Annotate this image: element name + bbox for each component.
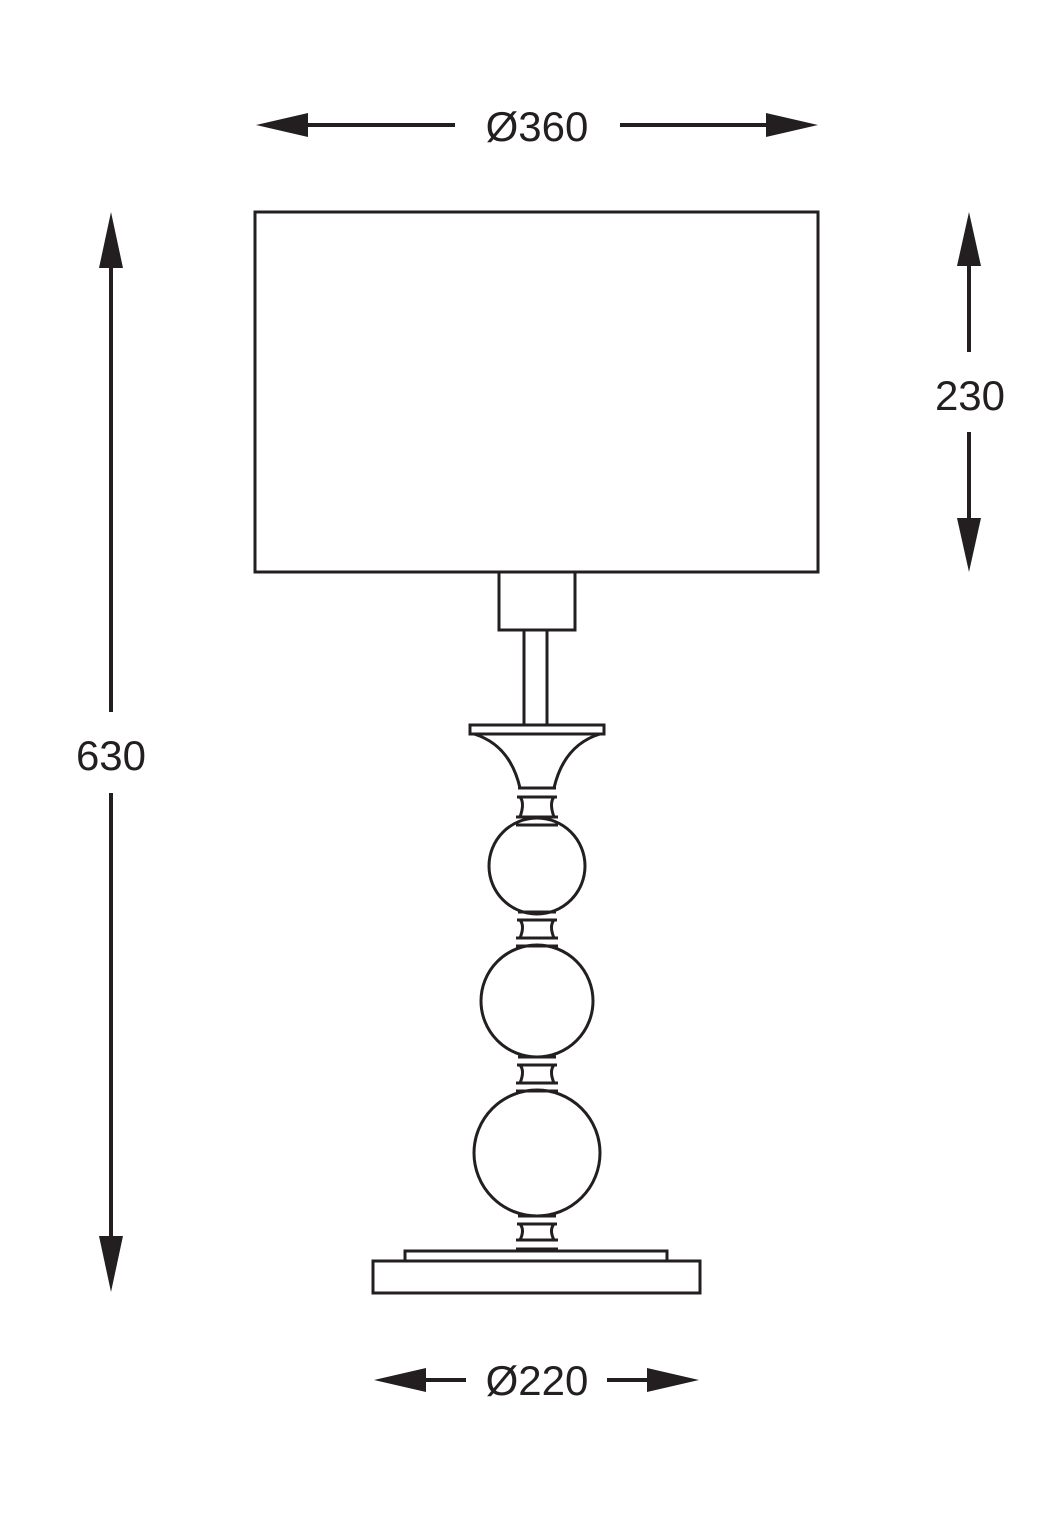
- collar: [516, 1214, 558, 1251]
- lamp-shade: [253, 210, 820, 574]
- lamp-stem: [522, 628, 549, 727]
- lamp-base: [371, 1259, 702, 1295]
- base-diameter-dimension: Ø220: [374, 1357, 699, 1404]
- shade-height-label: 230: [935, 372, 1005, 419]
- ball-large: [472, 1088, 602, 1218]
- cup: [473, 732, 601, 789]
- lamp-outline: [253, 210, 820, 1295]
- cup-plate: [468, 723, 606, 736]
- total-height-label: 630: [76, 732, 146, 779]
- collar: [516, 786, 558, 827]
- base-diameter-label: Ø220: [486, 1357, 589, 1404]
- ball-small: [487, 816, 587, 916]
- shade-diameter-dimension: Ø360: [256, 103, 818, 150]
- total-height-dimension: 630: [76, 212, 146, 1292]
- shade-diameter-label: Ø360: [486, 103, 589, 150]
- ball-medium: [479, 943, 595, 1059]
- collar: [516, 910, 558, 948]
- collar: [516, 1055, 558, 1093]
- shade-height-dimension: 230: [935, 212, 1005, 572]
- lamp-socket: [497, 570, 577, 632]
